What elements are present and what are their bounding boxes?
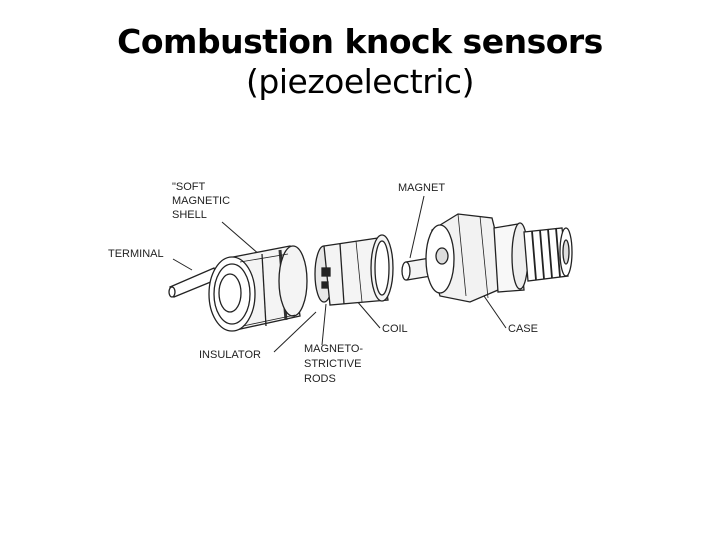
- label-coil: COIL: [382, 323, 408, 335]
- soft-magnetic-shell: [208, 245, 308, 332]
- label-terminal: TERMINAL: [108, 248, 164, 260]
- diagram-labels: "SOFT MAGNETIC SHELL TERMINAL MAGNET INS…: [108, 181, 538, 385]
- leader-coil: [355, 299, 381, 329]
- leader-magnet: [409, 195, 425, 259]
- title-line-1: Combustion knock sensors: [117, 22, 603, 61]
- coil-assembly: [314, 234, 394, 306]
- case: [425, 213, 573, 303]
- label-magnet: MAGNET: [398, 182, 445, 194]
- label-magnetostrictive-2: STRICTIVE: [304, 358, 361, 370]
- leader-case: [483, 295, 507, 329]
- label-soft-magnetic-shell-3: SHELL: [172, 209, 207, 221]
- slide-title: Combustion knock sensors (piezoelectric): [0, 22, 720, 102]
- label-insulator: INSULATOR: [199, 349, 261, 361]
- label-soft-magnetic-shell-1: "SOFT: [172, 181, 206, 193]
- label-soft-magnetic-shell-2: MAGNETIC: [172, 195, 230, 207]
- leader-insulator: [273, 311, 317, 353]
- leader-terminal: [172, 258, 193, 271]
- label-magnetostrictive-1: MAGNETO-: [304, 343, 363, 355]
- title-line-2: (piezoelectric): [246, 62, 474, 101]
- label-magnetostrictive-3: RODS: [304, 373, 336, 385]
- leader-lines: [172, 195, 507, 353]
- leader-magnetostrictive: [321, 303, 327, 346]
- label-case: CASE: [508, 323, 538, 335]
